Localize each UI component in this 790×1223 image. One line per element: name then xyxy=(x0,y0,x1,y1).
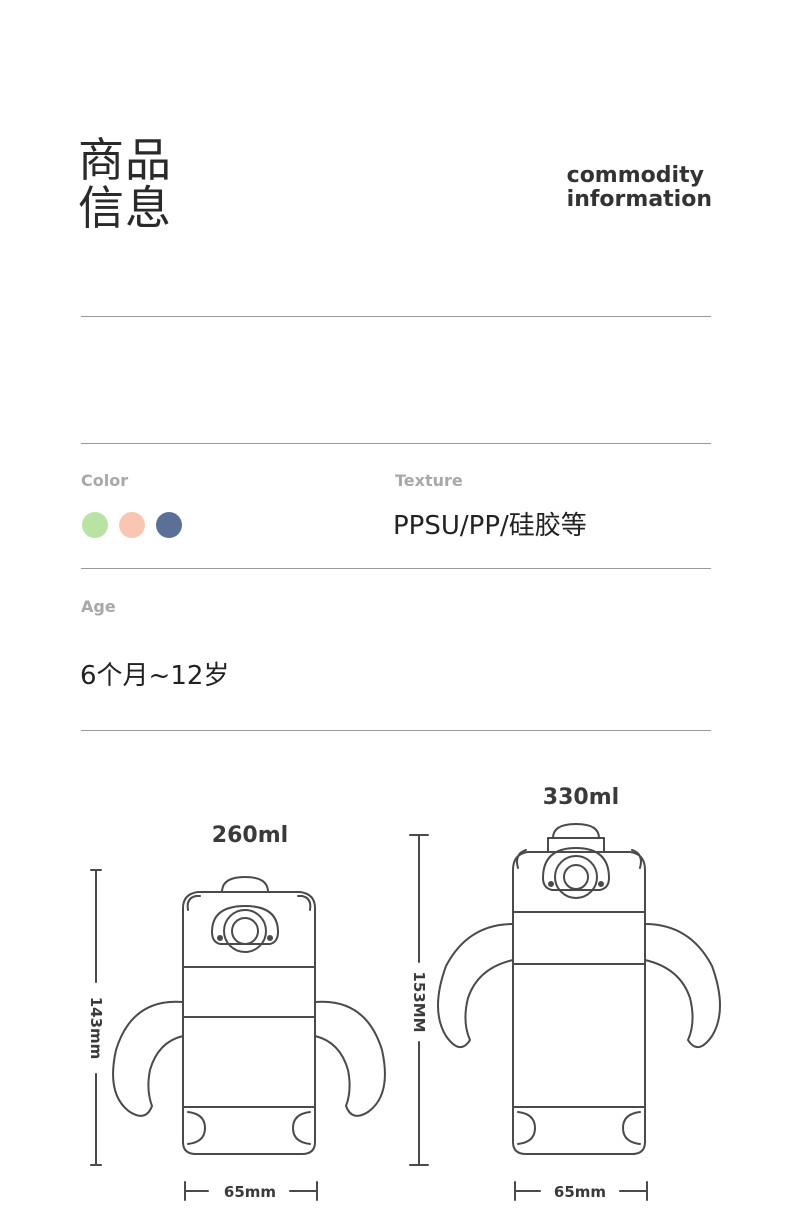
divider-1 xyxy=(81,316,711,317)
large-height-label: 153MM xyxy=(410,971,428,1032)
page-title-cn: 商品 信息 xyxy=(78,136,172,232)
swatch-blue[interactable] xyxy=(156,512,182,538)
title-cn-line2: 信息 xyxy=(78,181,172,235)
small-cup-illustration xyxy=(112,876,386,1155)
age-value: 6个月~12岁 xyxy=(80,661,230,691)
large-height-dimension xyxy=(409,834,429,1166)
title-cn-line1: 商品 xyxy=(78,133,172,187)
texture-label: Texture xyxy=(395,471,463,490)
divider-4 xyxy=(81,730,711,731)
divider-2 xyxy=(81,443,711,444)
small-height-dimension xyxy=(90,869,102,1166)
large-capacity: 330ml xyxy=(543,785,619,810)
age-label: Age xyxy=(81,597,116,616)
title-en-line2: information xyxy=(566,187,712,212)
large-width-dimension xyxy=(514,1181,648,1201)
color-swatches xyxy=(82,512,182,538)
small-width-label: 65mm xyxy=(224,1183,276,1201)
cup-size-diagram: 260ml 330ml 143mm 153MM 65mm 65mm xyxy=(87,785,721,1201)
small-width-dimension xyxy=(184,1181,318,1201)
large-width-label: 65mm xyxy=(554,1183,606,1201)
color-label: Color xyxy=(81,471,129,490)
title-en-line1: commodity xyxy=(566,163,704,188)
swatch-pink[interactable] xyxy=(119,512,145,538)
texture-value: PPSU/PP/硅胶等 xyxy=(393,511,587,541)
small-capacity: 260ml xyxy=(212,823,288,848)
swatch-green[interactable] xyxy=(82,512,108,538)
divider-3 xyxy=(81,568,711,569)
page-title-en: commodity information xyxy=(567,164,712,212)
large-cup-illustration xyxy=(437,823,721,1155)
small-height-label: 143mm xyxy=(87,997,105,1060)
